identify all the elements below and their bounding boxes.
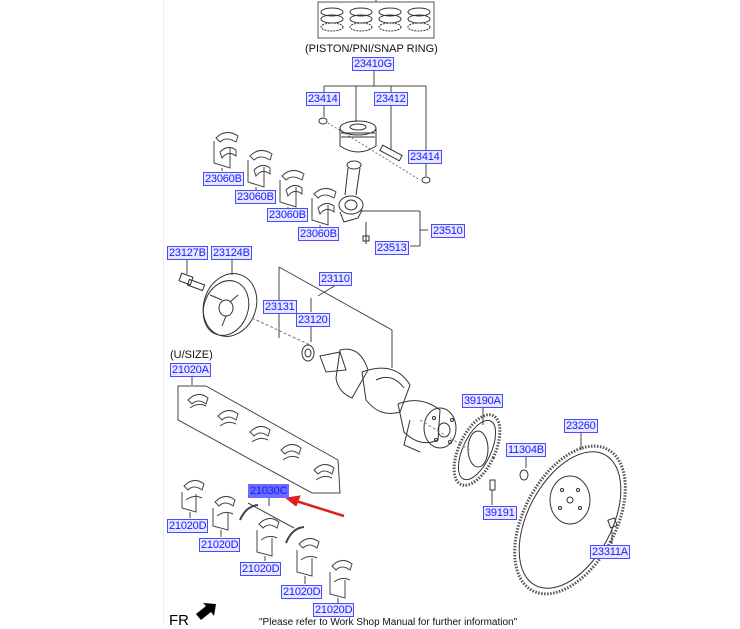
part-label-23131[interactable]: 23131	[263, 300, 297, 314]
piston-illustration	[318, 117, 431, 184]
part-label-23513[interactable]: 23513	[375, 241, 409, 255]
part-label-23060B-3[interactable]: 23060B	[267, 208, 308, 222]
part-label-39191[interactable]: 39191	[483, 506, 517, 520]
part-label-23410G[interactable]: 23410G	[352, 57, 394, 71]
selected-part-pointer-arrow	[284, 495, 345, 518]
part-label-21020D-1[interactable]: 21020D	[167, 519, 209, 533]
part-label-23260[interactable]: 23260	[564, 419, 598, 433]
drive-plate-illustration	[419, 407, 502, 505]
part-label-23110[interactable]: 23110	[319, 272, 352, 286]
flywheel-illustration	[513, 432, 627, 596]
part-label-21030C-selected[interactable]: 21030C	[248, 484, 290, 498]
undersize-caption: (U/SIZE)	[170, 349, 213, 361]
part-label-21020A[interactable]: 21020A	[170, 363, 211, 377]
part-label-39190A[interactable]: 39190A	[462, 394, 503, 408]
crank-pulley-illustration	[178, 260, 311, 346]
part-label-23060B-2[interactable]: 23060B	[235, 190, 276, 204]
part-label-23127B[interactable]: 23127B	[167, 246, 208, 260]
part-label-23414-upper[interactable]: 23414	[306, 92, 340, 106]
part-label-23412[interactable]: 23412	[374, 92, 408, 106]
connecting-rod-illustration	[338, 160, 428, 247]
part-label-23124B[interactable]: 23124B	[211, 246, 252, 260]
part-label-23510[interactable]: 23510	[431, 224, 465, 238]
part-label-21020D-4[interactable]: 21020D	[281, 585, 323, 599]
bearing-shell-3	[279, 170, 305, 209]
front-direction-arrow	[196, 603, 216, 620]
part-label-11304B[interactable]: 11304B	[506, 443, 546, 457]
part-label-23060B-4[interactable]: 23060B	[298, 227, 339, 241]
main-bearing-set-panel	[177, 376, 341, 494]
part-label-21020D-5[interactable]: 21020D	[313, 603, 355, 617]
part-label-23120[interactable]: 23120	[296, 313, 330, 327]
front-direction-label: FR	[169, 612, 189, 629]
part-label-23414-lower[interactable]: 23414	[408, 150, 442, 164]
conrod-bearing-shells	[213, 132, 337, 227]
crankshaft-illustration	[301, 344, 457, 453]
part-label-21020D-2[interactable]: 21020D	[199, 538, 241, 552]
part-label-23060B-1[interactable]: 23060B	[203, 172, 244, 186]
page-edge-divider	[163, 0, 164, 624]
part-label-21020D-3[interactable]: 21020D	[240, 562, 282, 576]
part-label-23311A[interactable]: 23311A	[590, 545, 630, 559]
piston-leader-lines	[323, 70, 427, 176]
bearing-shell-1	[213, 132, 239, 171]
piston-ring-set-caption: (PISTON/PNI/SNAP RING)	[305, 43, 438, 55]
main-bearing-shells	[181, 480, 353, 603]
crankshaft-leader-lines	[278, 266, 393, 368]
washer-illustration	[519, 456, 529, 481]
footer-note: "Please refer to Work Shop Manual for fu…	[259, 617, 518, 628]
piston-ring-set-illustration	[317, 0, 435, 39]
bearing-shell-2	[247, 150, 273, 190]
bearing-shell-4	[311, 188, 337, 227]
